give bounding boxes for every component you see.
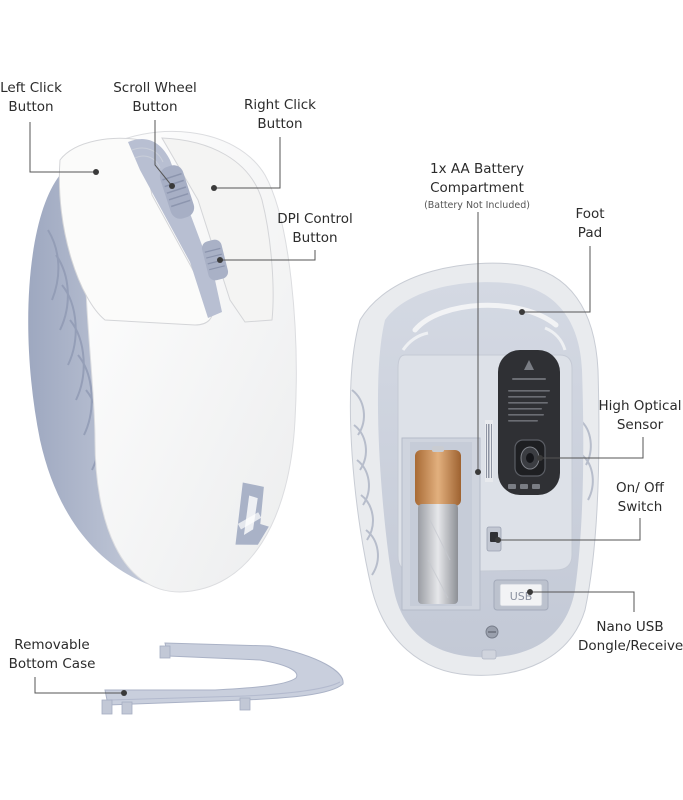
- label-removable-bottom-case: Removable Bottom Case: [2, 636, 102, 674]
- label-right-click-button: Right Click Button: [234, 96, 326, 134]
- aa-battery: [415, 446, 461, 604]
- label-note: (Battery Not Included): [424, 200, 530, 211]
- callout-lines: [29, 120, 644, 696]
- label-line: Foot: [575, 206, 605, 222]
- label-left-click-button: Left Click Button: [0, 79, 64, 117]
- label-line: Button: [8, 99, 54, 115]
- label-on-off-switch: On/ Off Switch: [606, 479, 674, 517]
- mouse-top-view: [28, 130, 297, 593]
- label-line: 1x AA Battery: [430, 161, 524, 177]
- side-grip-ribs: [47, 229, 110, 506]
- usb-port-label: USB: [510, 590, 533, 603]
- right-click-panel[interactable]: [161, 137, 274, 323]
- mouse-underside-view: USB: [349, 262, 600, 676]
- label-line: Sensor: [616, 417, 664, 433]
- label-line: DPI Control: [277, 211, 353, 227]
- label-foot-pad: Foot Pad: [562, 205, 618, 243]
- usb-dongle-slot[interactable]: USB: [493, 579, 549, 611]
- label-line: Pad: [577, 225, 603, 241]
- label-line: Switch: [617, 499, 663, 515]
- front-texture: [131, 147, 164, 169]
- label-scroll-wheel-button: Scroll Wheel Button: [104, 79, 206, 117]
- case-screw: [485, 625, 499, 639]
- label-line: Button: [292, 230, 338, 246]
- label-high-optical-sensor: High Optical Sensor: [592, 397, 683, 435]
- label-line: Button: [257, 116, 303, 132]
- battery-compartment: [401, 420, 493, 611]
- left-click-panel[interactable]: [58, 137, 214, 326]
- label-line: Button: [132, 99, 178, 115]
- barcode-strip: [485, 420, 493, 482]
- optical-sensor-window: [514, 439, 546, 477]
- label-nano-usb-dongle: Nano USB Dongle/Receiver: [578, 618, 683, 656]
- removable-bottom-case: [101, 642, 344, 715]
- label-line: Bottom Case: [8, 656, 96, 672]
- wheel-channel: [128, 139, 222, 318]
- label-battery-compartment: 1x AA Battery Compartment (Battery Not I…: [416, 160, 538, 214]
- foot-pad-top: [412, 302, 559, 333]
- underside-grip-ribs: [351, 389, 594, 576]
- label-line: High Optical: [598, 398, 682, 414]
- label-line: Removable: [14, 637, 90, 653]
- label-line: Compartment: [430, 180, 524, 196]
- label-line: On/ Off: [616, 480, 664, 496]
- label-line: Dongle/Receiver: [578, 638, 683, 654]
- label-line: Right Click: [243, 97, 316, 113]
- label-dpi-control-button: DPI Control Button: [268, 210, 362, 248]
- brand-logo-icon: [235, 482, 269, 545]
- dpi-button[interactable]: [200, 238, 229, 282]
- label-line: Scroll Wheel: [113, 80, 197, 96]
- label-line: Nano USB: [596, 619, 664, 635]
- sensor-label-panel: [498, 350, 560, 495]
- label-line: Left Click: [0, 80, 62, 96]
